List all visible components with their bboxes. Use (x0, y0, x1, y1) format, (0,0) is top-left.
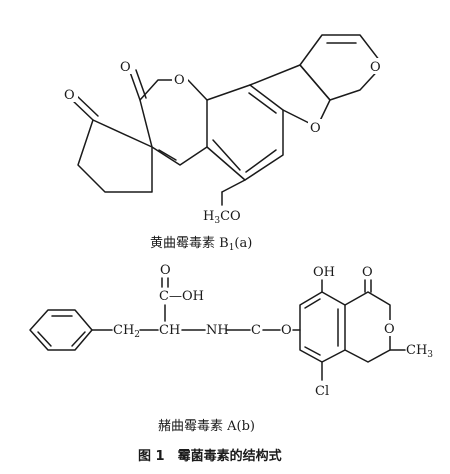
aflatoxin-methoxy-label: H3CO (203, 209, 241, 226)
ochratoxin-acid-o: O (160, 263, 171, 278)
benzene-double-2 (245, 149, 277, 173)
lactone-carbonyl-bond (129, 71, 141, 101)
ochratoxin-lactone-o: O (362, 265, 373, 280)
cyclopentenone-ring (77, 119, 153, 193)
benzene-double-3 (212, 139, 241, 171)
figure-title: 图 1 霉菌毒素的结构式 (138, 448, 282, 464)
ochratoxin-oh: OH (313, 265, 335, 280)
ochratoxin-amide-o: O (281, 323, 292, 338)
phenyl-double-3 (37, 331, 52, 347)
ketone-bond-double (76, 95, 99, 117)
ochratoxin-ring-o: O (384, 322, 395, 337)
ochratoxin-cl: Cl (315, 384, 329, 399)
ochratoxin-caption: 赭曲霉毒素 A(b) (158, 419, 255, 434)
aflatoxin-lactone-carbonyl-o: O (120, 60, 131, 75)
lactone-ring (139, 79, 208, 166)
phenyl-double-2 (71, 331, 86, 347)
aflatoxin-b1-structure: O O O O O H3CO (62, 34, 384, 226)
isocoumarin-double-1 (304, 298, 321, 309)
ochratoxin-nh: NH (206, 323, 229, 338)
ochratoxin-ch: CH (159, 323, 180, 338)
lactone-carbonyl-bond-double (135, 69, 147, 99)
benzene-ring (206, 84, 284, 181)
lactone-ring-double (158, 149, 177, 161)
ochratoxin-ch2: CH2 (113, 323, 140, 340)
aflatoxin-furan-o-outer: O (370, 60, 381, 75)
ochratoxin-acid-oh: C—OH (159, 289, 204, 304)
isocoumarin-benzene-ring (299, 291, 346, 363)
ochratoxin-a-structure: O C—OH CH2 CH NH C O OH O O CH3 Cl (29, 263, 433, 399)
ochratoxin-ch3: CH3 (406, 343, 433, 360)
benzene-double-1 (248, 92, 277, 114)
aflatoxin-lactone-ring-o: O (174, 73, 185, 88)
isocoumarin-double-3 (304, 346, 321, 356)
ochratoxin-amide-c: C (251, 323, 261, 338)
methoxy-bond (221, 179, 246, 193)
ketone-bond (71, 99, 94, 121)
aflatoxin-furan-o-inner: O (310, 121, 321, 136)
dihydrofuran-ring (249, 64, 331, 128)
aflatoxin-caption: 黄曲霉毒素 B1(a) (150, 236, 252, 253)
aflatoxin-ketone-o: O (64, 88, 75, 103)
